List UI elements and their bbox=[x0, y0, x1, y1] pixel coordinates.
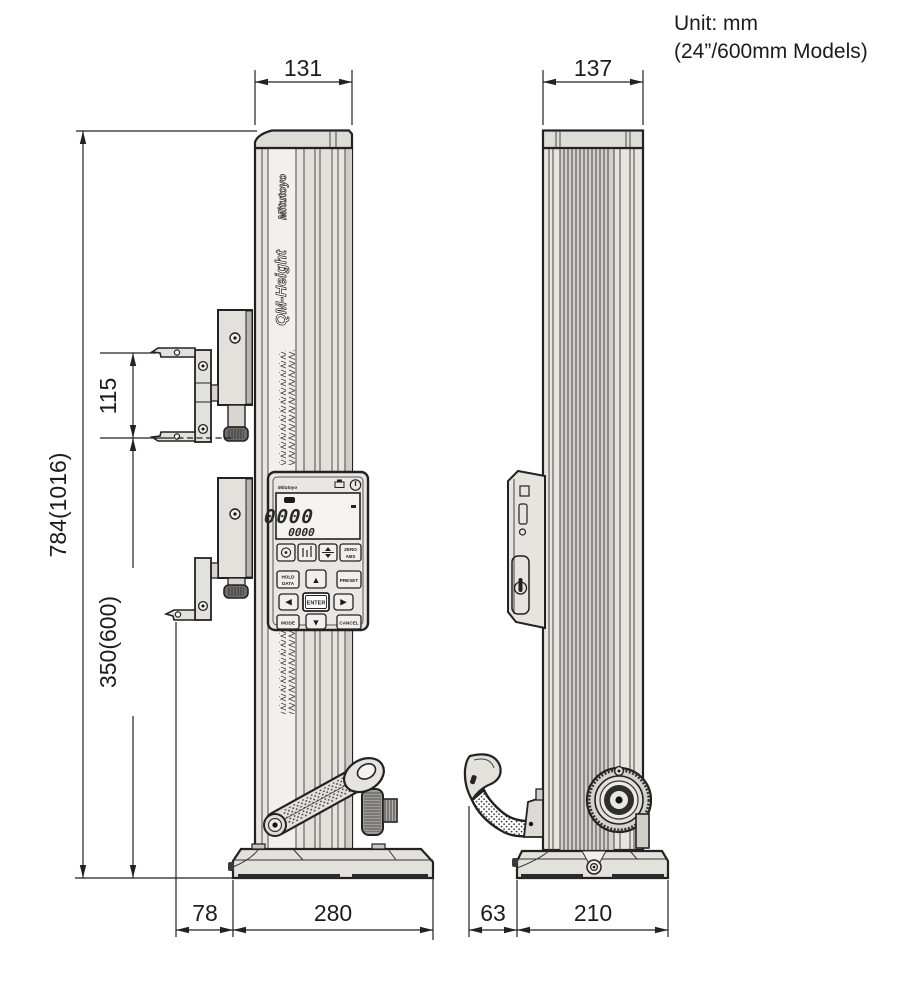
lcd-display: 0000 0000 bbox=[263, 492, 361, 540]
keypad: HOLD DATA ▲ PRESET ◀ ENTER ▶ MODE ▼ CANC… bbox=[276, 569, 362, 630]
unit-note-line1: Unit: mm bbox=[674, 12, 758, 35]
battery-icon bbox=[284, 497, 295, 503]
svg-text:ZERO: ZERO bbox=[344, 547, 357, 552]
hold-data-button bbox=[276, 570, 300, 589]
label-base-depth: 210 bbox=[574, 900, 612, 926]
cancel-button bbox=[336, 614, 362, 630]
dim-probe-span bbox=[100, 352, 232, 439]
zero-abs-button bbox=[339, 543, 362, 562]
column-model-text: QM-Height bbox=[273, 249, 290, 326]
label-base-width: 280 bbox=[314, 900, 352, 926]
mode-button bbox=[276, 614, 300, 630]
label-probe-offset: 78 bbox=[192, 900, 218, 926]
printer-icon bbox=[334, 479, 345, 488]
svg-text:▼: ▼ bbox=[312, 618, 321, 628]
enter-button bbox=[302, 592, 330, 612]
svg-text:CANCEL: CANCEL bbox=[339, 621, 358, 626]
label-front-width: 131 bbox=[284, 55, 322, 81]
lcd-main-value: 0000 bbox=[263, 506, 314, 528]
label-probe-span: 115 bbox=[95, 378, 121, 415]
lower-probe-arm bbox=[149, 431, 196, 442]
usb-port bbox=[519, 485, 530, 497]
svg-text:▲: ▲ bbox=[312, 575, 321, 585]
svg-text:ENTER: ENTER bbox=[307, 601, 326, 607]
dim-total-height bbox=[75, 130, 257, 879]
lcd-sub-value: 0000 bbox=[288, 526, 316, 539]
label-measuring-range: 350(600) bbox=[95, 596, 121, 688]
dimension-labels: 131 137 784(1016) 115 350(600) 78 280 63… bbox=[45, 55, 612, 926]
left-button bbox=[278, 593, 299, 611]
column-logo-text: Mitutoyo bbox=[277, 174, 289, 220]
dimension-annotations bbox=[75, 70, 669, 940]
feed-wheel-front bbox=[361, 788, 398, 836]
unit-note: Unit: mm (24”/600mm Models) bbox=[674, 12, 868, 63]
dim-measuring-range bbox=[129, 438, 137, 878]
svg-text:ABS: ABS bbox=[346, 554, 356, 559]
svg-text:PRESET: PRESET bbox=[340, 578, 359, 583]
unit-note-line2: (24”/600mm Models) bbox=[674, 40, 868, 63]
svg-text:HOLD: HOLD bbox=[281, 575, 295, 580]
lower-carriage bbox=[163, 477, 253, 621]
svg-text:◀: ◀ bbox=[285, 597, 292, 607]
side-column bbox=[541, 129, 645, 852]
label-total-height: 784(1016) bbox=[45, 453, 71, 558]
control-panel: Mitutoyo 0000 0000 bbox=[263, 470, 370, 632]
dim-base-width bbox=[233, 926, 433, 934]
crank-handle-side bbox=[463, 753, 544, 838]
label-side-depth: 137 bbox=[574, 55, 612, 81]
svg-text:DATA: DATA bbox=[282, 581, 295, 586]
dim-probe-offset bbox=[176, 926, 233, 934]
front-view: Mitutoyo QM-Height bbox=[149, 129, 435, 880]
dim-side-depth bbox=[542, 70, 644, 125]
dim-front-width bbox=[254, 70, 353, 125]
crank-handle-front bbox=[263, 757, 385, 837]
power-icon bbox=[349, 479, 362, 491]
svg-text:▶: ▶ bbox=[340, 597, 347, 607]
side-view bbox=[463, 129, 670, 880]
handwheel-side bbox=[585, 765, 653, 834]
function-buttons: ZERO ABS bbox=[276, 543, 362, 562]
front-top-cap bbox=[253, 129, 354, 150]
side-panel-profile bbox=[507, 469, 546, 630]
front-base bbox=[228, 843, 435, 880]
column-clamp-block bbox=[635, 813, 650, 849]
preset-button bbox=[336, 570, 362, 589]
down-button bbox=[305, 613, 327, 630]
label-handle-offset: 63 bbox=[480, 900, 506, 926]
upper-probe-arm bbox=[149, 347, 196, 358]
dim-base-depth bbox=[517, 926, 668, 934]
right-button bbox=[333, 593, 354, 611]
svg-text:MODE: MODE bbox=[281, 621, 295, 626]
side-top-cap bbox=[541, 129, 645, 150]
dim-handle-offset bbox=[469, 926, 517, 934]
side-base bbox=[512, 849, 670, 880]
upper-carriage bbox=[149, 309, 253, 443]
panel-brand: Mitutoyo bbox=[278, 485, 297, 490]
up-button bbox=[305, 569, 327, 589]
scale-texture bbox=[279, 350, 295, 714]
